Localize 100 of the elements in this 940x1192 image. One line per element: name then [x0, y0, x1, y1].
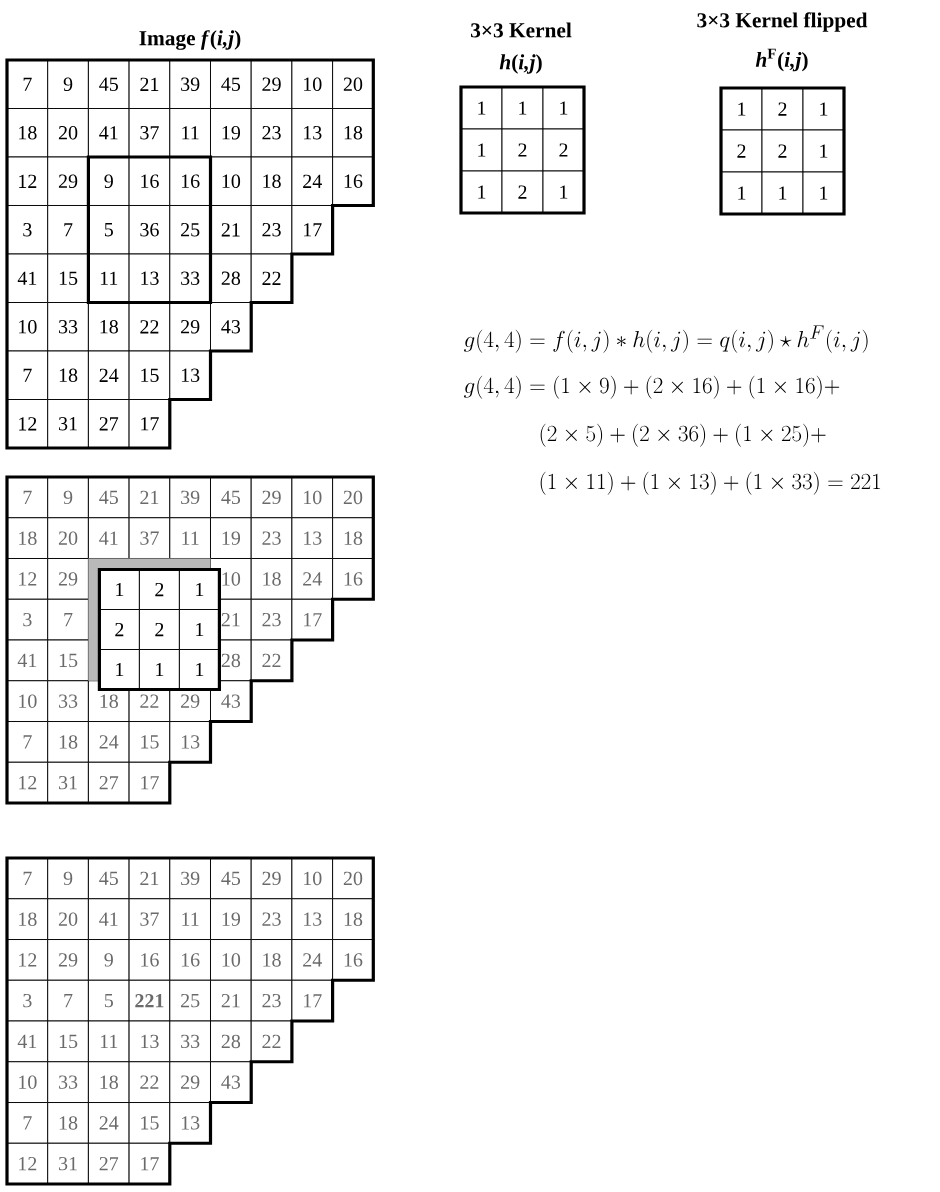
grid-cell: 2	[98, 609, 140, 650]
grid-cell: 11	[169, 898, 211, 940]
grid-cell: 27	[87, 761, 130, 804]
grid-cell: 21	[210, 205, 252, 255]
grid-cell: 7	[6, 1102, 49, 1144]
grid-cell: 19	[210, 898, 252, 940]
grid-cell: 31	[47, 399, 89, 449]
grid-cell: 1	[802, 87, 845, 131]
grid-cell: 18	[332, 108, 374, 158]
grid-cell: 27	[87, 1142, 130, 1185]
grid-cell: 9	[47, 476, 89, 519]
grid-cell: 24	[291, 156, 334, 206]
grid-cell: 17	[128, 761, 171, 804]
grid-cell: 24	[87, 721, 130, 763]
grid-cell: 41	[87, 108, 130, 158]
grid-cell: 15	[47, 253, 89, 303]
grid-cell: 2	[501, 170, 544, 214]
grid-cell: 9	[87, 939, 130, 981]
grid-cell: 45	[87, 857, 130, 900]
grid-cell: 2	[138, 569, 180, 610]
grid-cell: 23	[250, 517, 293, 559]
grid-cell: 33	[47, 1061, 89, 1103]
grid-cell: 11	[87, 1020, 130, 1063]
grid-cell: 18	[6, 517, 49, 559]
grid-cell: 21	[128, 857, 171, 900]
grid-cell: 20	[47, 108, 89, 158]
grid-cell: 13	[291, 108, 334, 158]
grid-cell: 13	[128, 253, 171, 303]
grid-cell: 2	[720, 129, 763, 173]
grid-cell: 22	[128, 302, 171, 352]
grid-cell: 1	[98, 569, 140, 610]
grid-cell: 7	[47, 205, 89, 255]
grid-cell: 18	[47, 350, 89, 400]
grid-cell: 20	[332, 476, 374, 519]
grid-cell: 24	[291, 558, 334, 600]
grid-cell: 33	[169, 1020, 211, 1063]
grid-cell: 18	[332, 517, 374, 559]
heading: h(i,j)	[499, 54, 542, 74]
grid-cell: 41	[6, 639, 49, 682]
grid-cell: 10	[291, 59, 334, 109]
grid-cell: 29	[47, 939, 89, 981]
grid-cell: 13	[291, 517, 334, 559]
grid-cell: 10	[291, 476, 334, 519]
grid-cell: 1	[98, 649, 140, 690]
grid-cell: 33	[169, 253, 211, 303]
grid-cell: 16	[332, 156, 374, 206]
grid-cell: 28	[210, 1020, 252, 1063]
grid-cell: 31	[47, 1142, 89, 1185]
grid-cell: 13	[169, 350, 211, 400]
grid-cell: 21	[128, 59, 171, 109]
grid-cell: 9	[47, 857, 89, 900]
grid-cell: 43	[210, 302, 252, 352]
grid-cell: 41	[87, 898, 130, 940]
equation: $(2\times 5) + (2\times 36) + (1\times 25) +$	[540, 423, 826, 447]
grid-cell: 18	[250, 939, 293, 981]
grid-cell: 39	[169, 857, 211, 900]
grid-cell: 22	[250, 253, 293, 303]
grid-cell: 20	[332, 857, 374, 900]
grid-cell: 24	[87, 1102, 130, 1144]
grid-cell: 1	[802, 171, 845, 215]
grid-cell: 16	[169, 939, 211, 981]
grid-cell: 22	[250, 1020, 293, 1063]
grid-cell: 18	[332, 898, 374, 940]
grid-cell: 45	[87, 476, 130, 519]
grid-cell: 7	[47, 979, 89, 1022]
grid-cell: 18	[250, 156, 293, 206]
grid-cell: 2	[501, 128, 544, 172]
grid-cell: 23	[250, 898, 293, 940]
grid-cell: 33	[47, 680, 89, 722]
grid-cell: 13	[169, 1102, 211, 1144]
grid-cell: 1	[460, 128, 503, 172]
grid-cell: 45	[210, 857, 252, 900]
grid-cell: 15	[128, 1102, 171, 1144]
grid-cell: 15	[47, 639, 89, 682]
grid-cell: 45	[210, 476, 252, 519]
grid-cell: 29	[169, 1061, 211, 1103]
grid-cell: 17	[128, 1142, 171, 1185]
grid-cell: 18	[47, 1102, 89, 1144]
heading: 3×3 Kernel flipped	[697, 12, 868, 32]
grid-cell: 36	[128, 205, 171, 255]
grid-cell: 29	[47, 558, 89, 600]
grid-cell: 2	[761, 87, 804, 131]
grid-cell: 5	[87, 979, 130, 1022]
grid-cell: 10	[210, 156, 252, 206]
heading: Image f(i,j)	[139, 30, 241, 50]
grid-cell: 17	[291, 979, 334, 1022]
grid-cell: 45	[87, 59, 130, 109]
grid-cell: 24	[87, 350, 130, 400]
grid-cell: 7	[6, 350, 49, 400]
grid-cell: 1	[802, 129, 845, 173]
heading: h$^{F}$(i,j)	[755, 48, 808, 72]
grid-cell: 1	[501, 86, 544, 130]
grid-cell: 24	[291, 939, 334, 981]
grid-cell: 13	[128, 1020, 171, 1063]
grid-cell: 18	[47, 721, 89, 763]
grid-cell: 21	[210, 979, 252, 1022]
grid-cell: 37	[128, 898, 171, 940]
grid-cell: 20	[47, 517, 89, 559]
grid-cell: 9	[47, 59, 89, 109]
grid-cell: 41	[6, 253, 49, 303]
